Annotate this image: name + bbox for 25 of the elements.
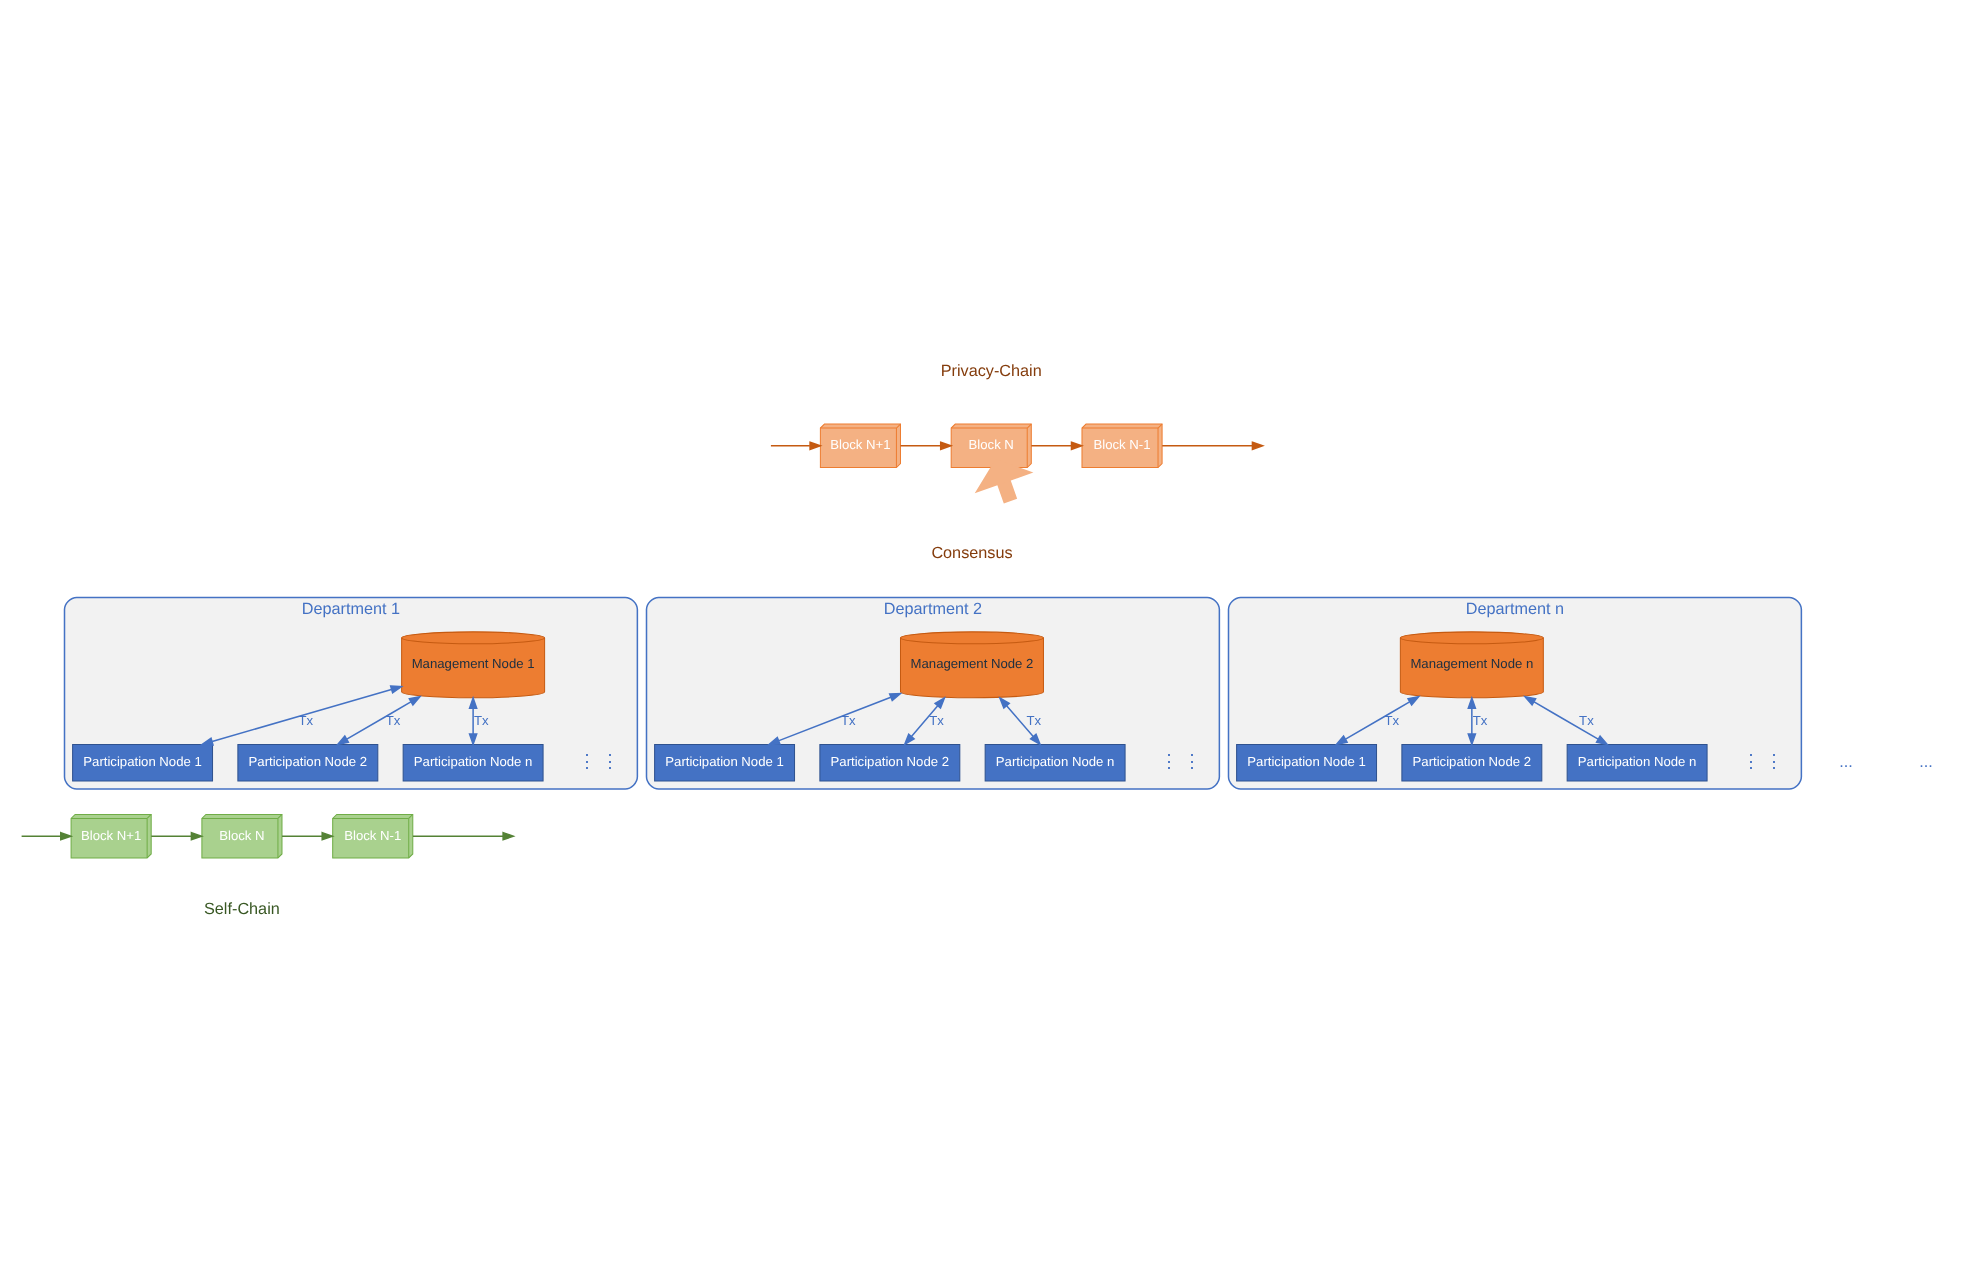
label: Consensus <box>931 542 1013 561</box>
label: ⋮ ⋮ <box>578 750 620 771</box>
arrow <box>1467 694 1477 746</box>
arrow <box>412 830 516 840</box>
arrow <box>335 694 422 745</box>
label: ... <box>1919 751 1933 770</box>
label: Self-Chain <box>204 898 280 917</box>
arrow <box>20 830 74 840</box>
arrow <box>281 830 335 840</box>
arrow <box>899 440 954 450</box>
arrow <box>1161 440 1265 450</box>
arrow <box>1334 694 1421 745</box>
arrow <box>1523 694 1610 745</box>
arrow <box>903 695 946 745</box>
arrow <box>150 830 204 840</box>
label: ... <box>1839 751 1853 770</box>
label: Privacy-Chain <box>940 361 1042 380</box>
arrow <box>767 691 903 745</box>
arrow <box>200 684 404 745</box>
label: ⋮ ⋮ <box>1160 750 1202 771</box>
arrow <box>468 694 478 746</box>
arrow <box>770 440 823 450</box>
arrow <box>1030 440 1084 450</box>
arrow <box>998 695 1042 745</box>
label: ⋮ ⋮ <box>1742 750 1784 771</box>
